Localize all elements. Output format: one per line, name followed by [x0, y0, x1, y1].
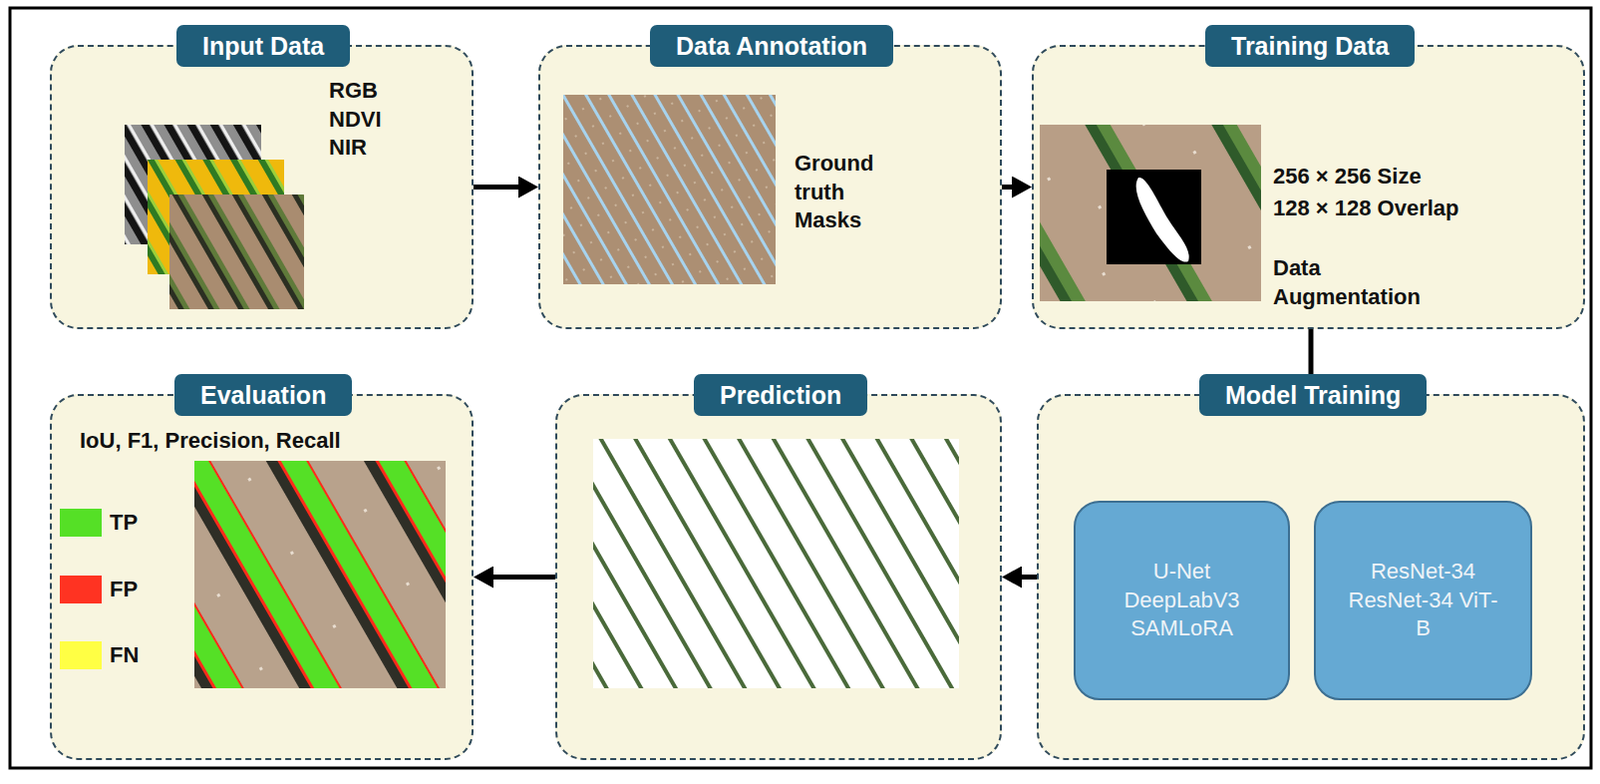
prediction-image: [593, 438, 960, 688]
rgb-image: [169, 194, 305, 310]
flow-arrow: [1001, 184, 1020, 190]
legend-swatch: [59, 640, 102, 669]
stage-panel: Data AnnotationGround truth Masks: [538, 44, 1002, 329]
mask-tile: [1106, 169, 1202, 265]
panel-ground: [49, 393, 474, 760]
stage-heading: Model Training: [1199, 373, 1427, 416]
panel-ground: [555, 393, 1002, 760]
legend-swatch: [59, 508, 102, 537]
legend-row: FN: [59, 640, 139, 669]
legend-row: TP: [59, 508, 138, 537]
stage-heading: Data Annotation: [649, 24, 894, 67]
stage-note: RGB NDVI NIR: [328, 76, 419, 163]
annotated-image: [563, 94, 776, 285]
model-list: U-Net DeepLabV3 SAMLoRA: [1107, 557, 1258, 643]
flow-arrow: [473, 184, 527, 190]
stage-panel: Prediction: [555, 393, 1002, 760]
panel-ground: [1036, 393, 1586, 760]
stage-panel: Model TrainingU-Net DeepLabV3 SAMLoRARes…: [1036, 393, 1586, 760]
stage-note: 256 × 256 Size: [1273, 162, 1573, 192]
stage-panel: Input DataRGB NDVI NIR: [49, 44, 474, 329]
panel-ground: [538, 44, 1002, 329]
panel-ground: [1031, 44, 1586, 329]
legend-row: FP: [59, 575, 138, 604]
flow-arrow: [485, 574, 556, 580]
mask-blob: [1136, 177, 1190, 263]
model-box: ResNet-34 ResNet-34 ViT-B: [1313, 500, 1533, 700]
stage-heading: Evaluation: [174, 373, 352, 416]
legend-label: FP: [109, 576, 138, 603]
outer-frame: [9, 7, 1592, 768]
legend-swatch: [59, 575, 102, 604]
model-box: U-Net DeepLabV3 SAMLoRA: [1073, 500, 1290, 700]
stage-note: Data Augmentation: [1273, 254, 1443, 312]
evaluation-image: [194, 460, 446, 688]
stage-heading: Input Data: [176, 24, 350, 67]
panel-ground: [49, 44, 474, 329]
stage-note: 128 × 128 Overlap: [1273, 194, 1573, 224]
stage-panel: Training Data256 × 256 Size128 × 128 Ove…: [1031, 44, 1586, 329]
legend-label: FN: [109, 641, 139, 668]
model-list: ResNet-34 ResNet-34 ViT-B: [1348, 557, 1499, 643]
stage-heading: Prediction: [693, 373, 868, 416]
legend-label: TP: [109, 509, 138, 536]
stage-note: IoU, F1, Precision, Recall: [79, 426, 344, 456]
stage-heading: Training Data: [1205, 24, 1415, 67]
flow-arrow: [1013, 574, 1037, 580]
training-tile: [1039, 124, 1262, 302]
stage-note: Ground truth Masks: [794, 149, 905, 236]
